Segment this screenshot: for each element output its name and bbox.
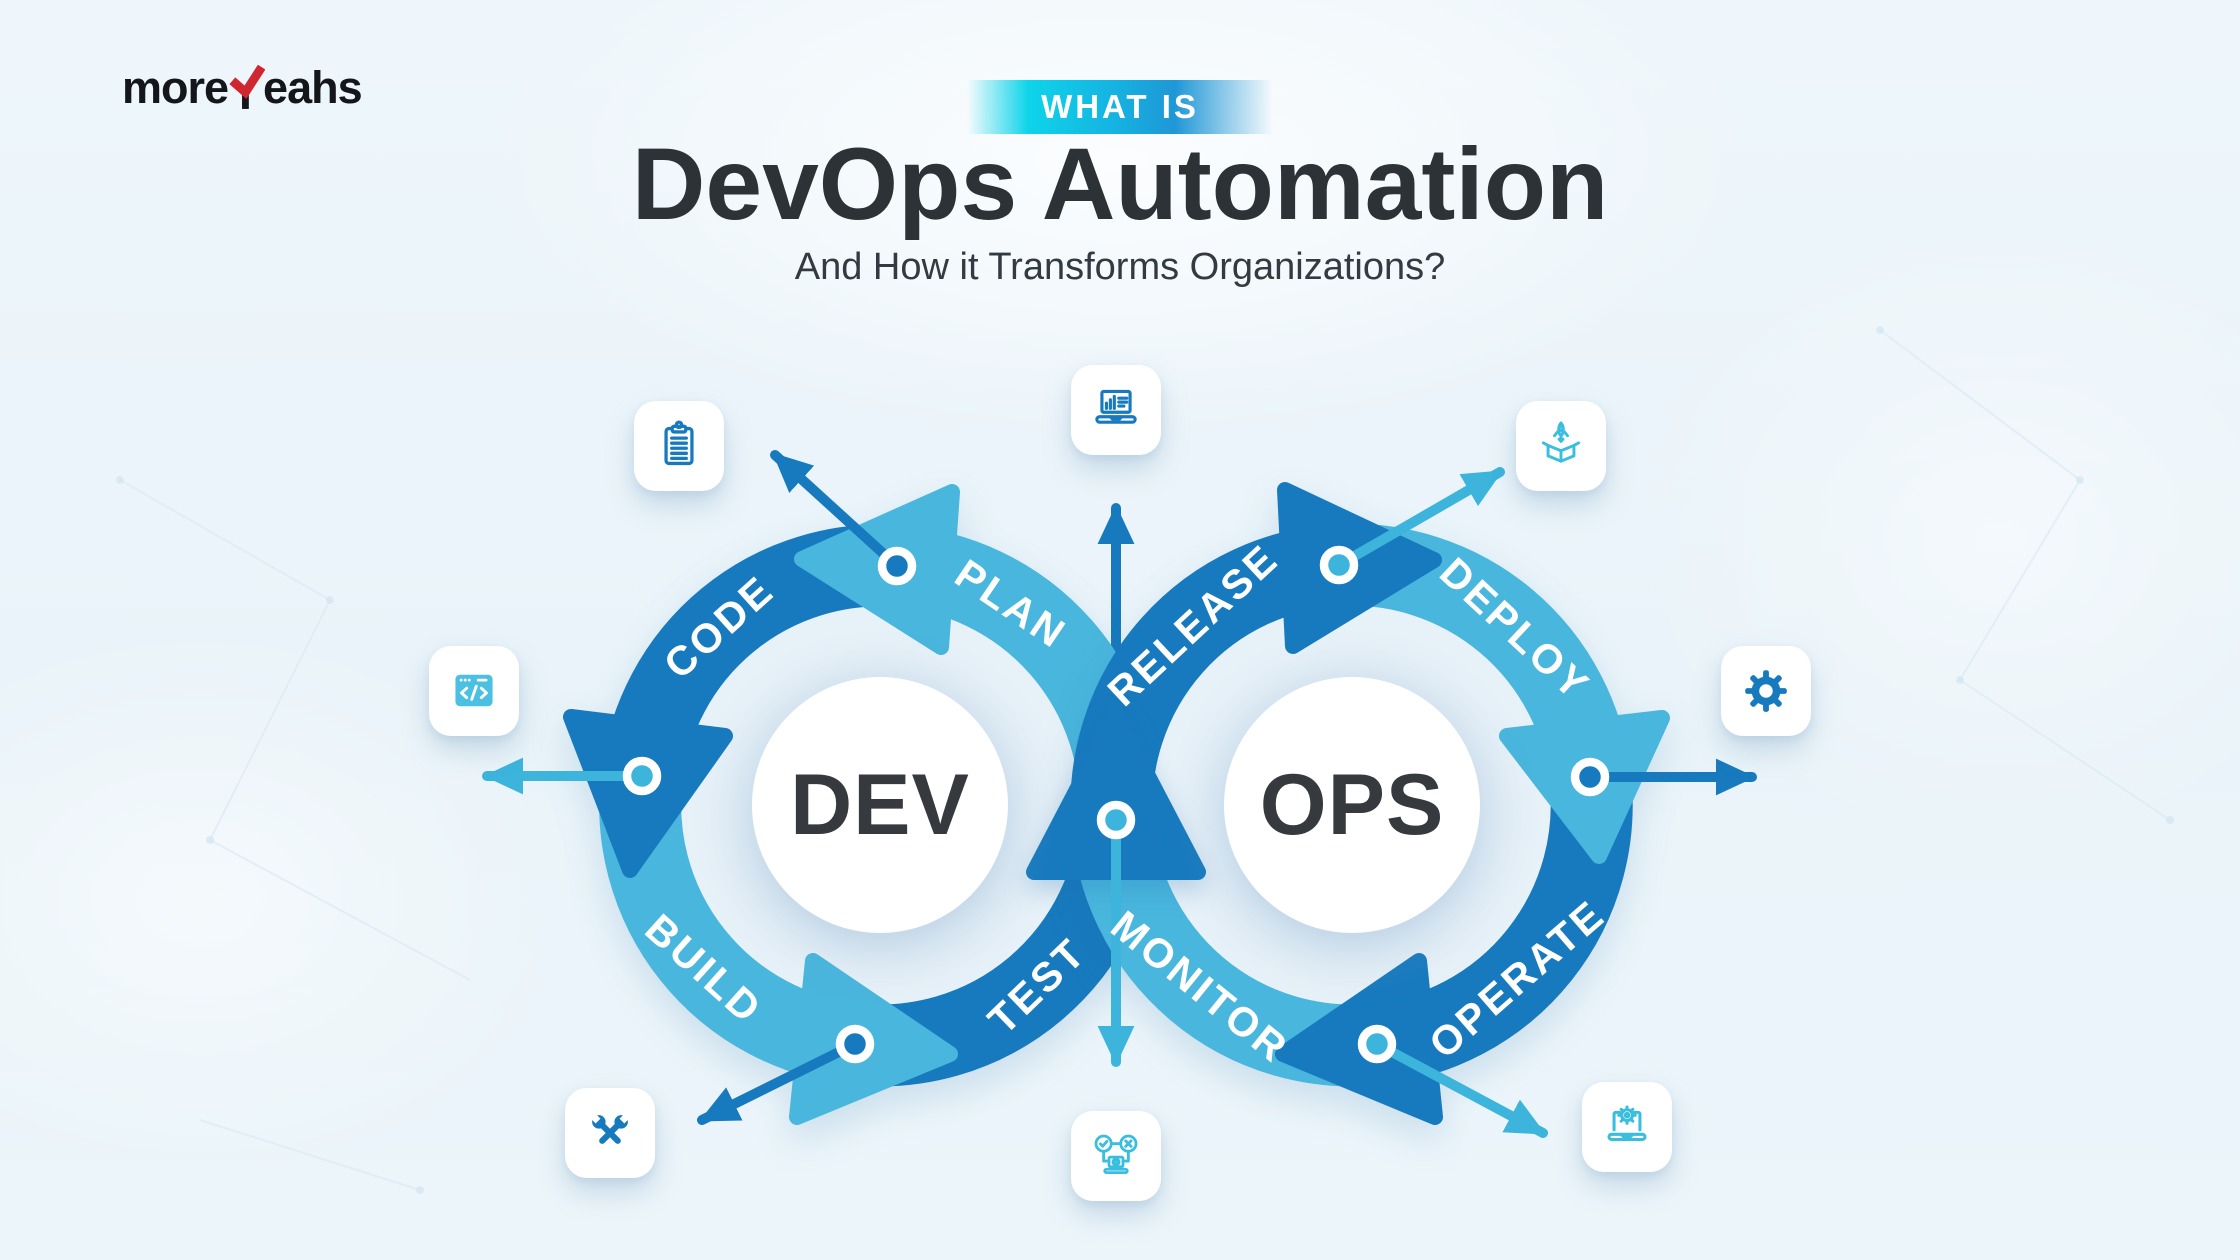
dot-center-crossing xyxy=(1096,800,1136,840)
rocket-box-icon xyxy=(1541,421,1581,463)
logo-check-y-icon xyxy=(229,64,266,109)
laptop-chart-icon xyxy=(1095,389,1137,424)
ops-label: OPS xyxy=(1260,757,1445,853)
connector-dots xyxy=(622,545,1610,1064)
what-is-badge: WHAT IS xyxy=(967,80,1273,134)
release-to-deploy-arrowhead xyxy=(1277,482,1442,654)
ray-to-rocket-box-arrow xyxy=(1334,467,1505,570)
dev-hub-circle xyxy=(752,677,1008,933)
dot-operate-monitor xyxy=(1357,1024,1397,1064)
laptop-chart-card xyxy=(1071,365,1161,455)
ray-to-laptop-gear-arrow xyxy=(1372,1039,1548,1138)
test-check-icon xyxy=(1094,1134,1138,1175)
clipboard-card xyxy=(634,401,724,491)
dot-release-deploy xyxy=(1319,545,1359,585)
wrench-tools-icon xyxy=(590,1113,630,1144)
test-check-card xyxy=(1071,1111,1161,1201)
rocket-box-card xyxy=(1516,401,1606,491)
moreyeahs-logo: more eahs xyxy=(122,62,363,113)
logo-text-suffix: eahs xyxy=(263,62,363,113)
dot-plan-code xyxy=(877,546,917,586)
outward-rays xyxy=(482,450,1757,1138)
laptop-gear-icon xyxy=(1607,1105,1647,1142)
ops-hub-circle xyxy=(1224,677,1480,933)
ray-to-wrench-tools-arrow xyxy=(697,1039,860,1125)
dot-build-test xyxy=(835,1024,875,1064)
dev-label: DEV xyxy=(790,757,970,853)
laptop-gear-card xyxy=(1582,1082,1672,1172)
code-window-icon xyxy=(455,674,493,707)
dot-code-build xyxy=(622,756,662,796)
center-hubs: DEV OPS xyxy=(752,677,1480,933)
page-subtitle: And How it Transforms Organizations? xyxy=(794,246,1446,288)
dot-deploy-operate xyxy=(1570,757,1610,797)
page-title: DevOps Automation xyxy=(631,127,1609,241)
plan-to-code-arrowhead xyxy=(794,484,960,655)
code-window-card xyxy=(429,646,519,736)
logo-text-prefix: more xyxy=(122,62,229,113)
ray-to-clipboard-arrow xyxy=(770,450,902,571)
wrench-tools-card xyxy=(565,1088,655,1178)
clipboard-icon xyxy=(664,420,694,466)
gear-card xyxy=(1721,646,1811,736)
gear-icon xyxy=(1745,670,1787,712)
